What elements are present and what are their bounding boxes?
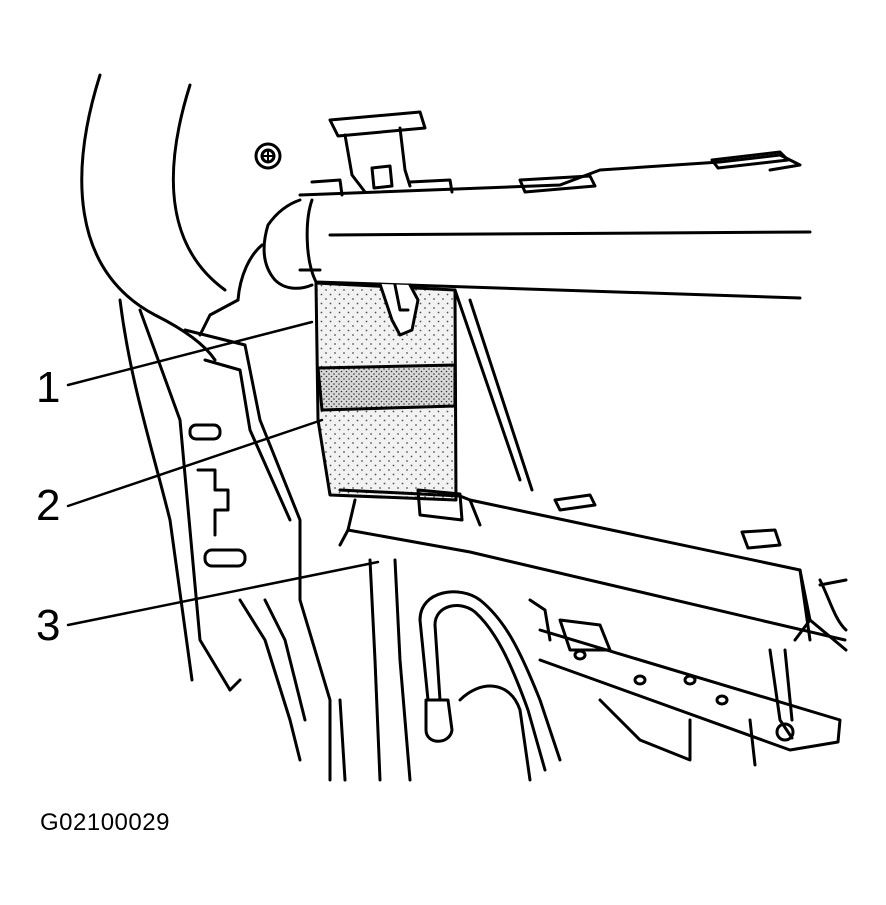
- left-bracket: [183, 328, 332, 782]
- leader-line-2: [66, 418, 324, 508]
- cable-harness: [418, 590, 562, 772]
- leader-line-1: [66, 320, 314, 387]
- pillar-trim-outline: [80, 73, 242, 692]
- callout-3-label: 3: [36, 601, 61, 650]
- diagonal-strut: [453, 288, 534, 492]
- background-parts: [338, 558, 848, 782]
- callout-2-label: 2: [36, 481, 61, 530]
- figure-id-label: G02100029: [40, 809, 170, 836]
- screw-fastener: [254, 142, 282, 170]
- housing-tab: [518, 150, 790, 194]
- callout-1-label: 1: [36, 363, 61, 412]
- leader-line-3: [66, 560, 380, 627]
- leader-lines: [66, 320, 380, 627]
- velcro-strap: [316, 363, 457, 412]
- top-clip: [310, 110, 454, 197]
- lower-rail: [338, 488, 848, 652]
- upper-housing: [198, 153, 812, 337]
